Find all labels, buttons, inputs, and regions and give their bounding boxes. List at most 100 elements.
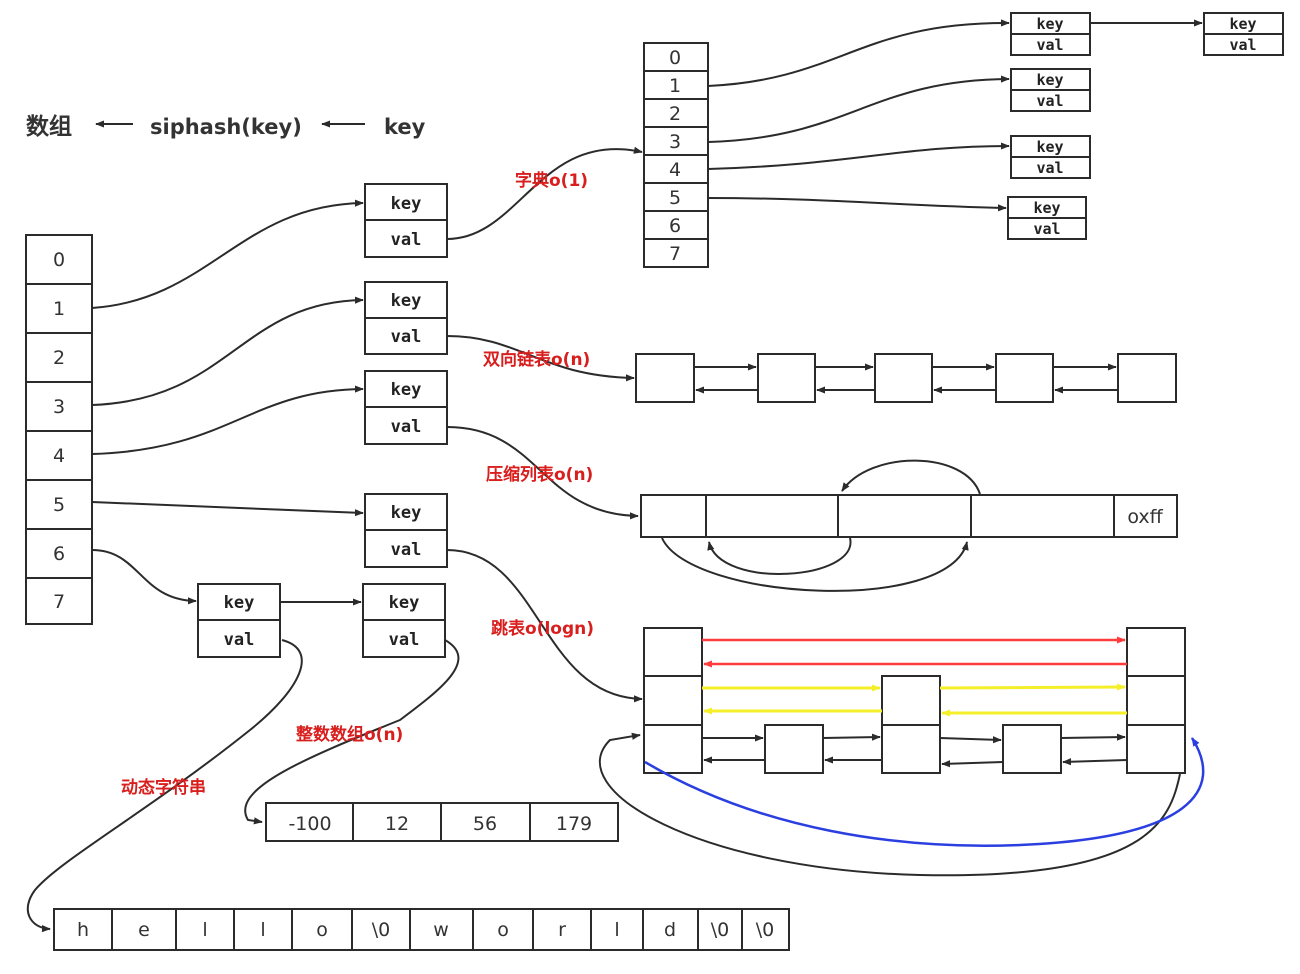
intset-value-2: 56 — [473, 813, 497, 835]
sds-char-12: \0 — [756, 919, 775, 941]
dict-node-1b-val: val — [1229, 36, 1256, 54]
sds-cell-12 — [741, 908, 790, 951]
entry-6a-key: key — [224, 593, 255, 613]
list-node-5 — [1117, 353, 1177, 403]
main-array-cell-2 — [25, 332, 93, 383]
entry-6b-key: key — [389, 593, 420, 613]
entry-3-val: val — [391, 417, 422, 437]
arrow-to-skiplist — [446, 549, 643, 703]
dict-node-4: key val — [1007, 196, 1087, 240]
entry-6a: key val — [197, 583, 281, 658]
intset-cell-2 — [440, 802, 531, 842]
dict-index-4: 4 — [669, 159, 681, 181]
sds-cell-7 — [472, 908, 534, 951]
dict-node-4-val-cell — [1007, 217, 1087, 240]
key-label: key — [384, 115, 426, 139]
hash-function-label: siphash(key) — [150, 115, 302, 139]
linked-list-label: 双向链表o(n) — [483, 349, 590, 370]
arrow-slot6-entry — [91, 549, 197, 605]
main-array-index-7: 7 — [53, 591, 65, 613]
dict-node-2-key: key — [1036, 71, 1063, 89]
array-to-entry-arrows — [91, 199, 364, 606]
intset: 整数数组o(n) -100 12 56 179 — [244, 639, 619, 842]
arrow-slot1-entry — [91, 199, 364, 309]
arrow-to-dict — [446, 146, 643, 240]
skip-level-1-forward-b — [939, 683, 1126, 691]
skip-node-mid-level-0 — [881, 724, 941, 774]
dict-index-0: 0 — [669, 47, 681, 69]
sds-char-11: \0 — [711, 919, 730, 941]
dict-cell-0 — [643, 42, 709, 72]
dict: 字典o(1) 0 1 2 3 4 5 6 7 key val key val — [446, 12, 1284, 268]
dict-cell-5 — [643, 182, 709, 212]
arrow-to-linked-list — [446, 335, 635, 382]
entry-6b-val-cell — [362, 619, 446, 658]
skip-tail-level-2 — [1126, 627, 1186, 677]
entry-6a-key-cell — [197, 583, 281, 621]
entry-5-val: val — [391, 540, 422, 560]
dict-cell-2 — [643, 98, 709, 128]
dict-index-5: 5 — [669, 187, 681, 209]
skip-node-a — [764, 724, 824, 774]
array-label: 数组 — [26, 113, 72, 140]
main-array-index-4: 4 — [53, 445, 65, 467]
arrow-to-intset — [244, 639, 460, 825]
dict-node-4-val: val — [1033, 220, 1060, 238]
dict-node-3: key val — [1010, 135, 1091, 179]
dict-node-1b: key val — [1203, 12, 1284, 56]
sds-cell-5 — [351, 908, 411, 951]
sds-char-8: r — [558, 919, 566, 941]
skip-level-0-next-2 — [822, 733, 881, 741]
list-node-1 — [635, 353, 695, 403]
skip-tail-to-head-arrow — [598, 732, 1181, 877]
intset-value-1: 12 — [385, 813, 409, 835]
dict-index-6: 6 — [669, 215, 681, 237]
arrow-dict5-node — [707, 197, 1007, 212]
dict-node-4-key: key — [1033, 199, 1060, 217]
list-node-2 — [757, 353, 816, 403]
dict-index-1: 1 — [669, 75, 681, 97]
sds-cell-2 — [175, 908, 235, 951]
main-array-index-0: 0 — [53, 249, 65, 271]
sds-char-0: h — [77, 919, 89, 941]
dict-index-7: 7 — [669, 243, 681, 265]
skiplist: 跳表o(logn) — [446, 549, 1205, 877]
ziplist-entry-back-arrow — [707, 537, 852, 575]
main-array-index-3: 3 — [53, 396, 65, 418]
sds-char-7: o — [497, 919, 509, 941]
skip-tail-level-1 — [1126, 675, 1186, 726]
entry-2-key: key — [391, 291, 422, 311]
linked-list: 双向链表o(n) — [446, 335, 1177, 403]
sds-char-3: l — [260, 919, 265, 941]
dict-node-3-key: key — [1036, 138, 1063, 156]
ziplist-entry-1 — [705, 494, 839, 538]
dict-node-3-val-cell — [1010, 156, 1091, 179]
sds-char-1: e — [138, 919, 150, 941]
main-array-cell-6 — [25, 528, 93, 579]
entry-2-val-cell — [364, 317, 448, 355]
intset-cell-0 — [265, 802, 354, 842]
main-array-cell-5 — [25, 479, 93, 530]
ziplist-tail-offset-arrow — [661, 537, 969, 592]
sds: 动态字符串 h e l l o \0 w o r l d \0 \0 — [26, 639, 790, 951]
entry-3-key: key — [391, 380, 422, 400]
dict-node-1-val-cell — [1010, 33, 1091, 56]
sds-cell-8 — [532, 908, 592, 951]
dict-index-2: 2 — [669, 103, 681, 125]
entry-1-key: key — [391, 194, 422, 214]
entry-1-val-cell — [364, 219, 448, 258]
header-flow: 数组 siphash(key) key — [26, 113, 426, 140]
list-node-3 — [874, 353, 933, 403]
intset-label: 整数数组o(n) — [296, 724, 403, 745]
main-array-cell-4 — [25, 430, 93, 481]
skip-head-to-tail-arrow — [644, 737, 1205, 847]
main-array-index-6: 6 — [53, 543, 65, 565]
intset-value-0: -100 — [288, 813, 331, 835]
dict-node-1-key: key — [1036, 15, 1063, 33]
dict-cell-4 — [643, 154, 709, 184]
dict-node-2-val: val — [1036, 92, 1063, 110]
entry-3-val-cell — [364, 406, 448, 445]
main-array-cell-1 — [25, 283, 93, 334]
dict-index-3: 3 — [669, 131, 681, 153]
arrow-dict3-node — [707, 75, 1010, 143]
